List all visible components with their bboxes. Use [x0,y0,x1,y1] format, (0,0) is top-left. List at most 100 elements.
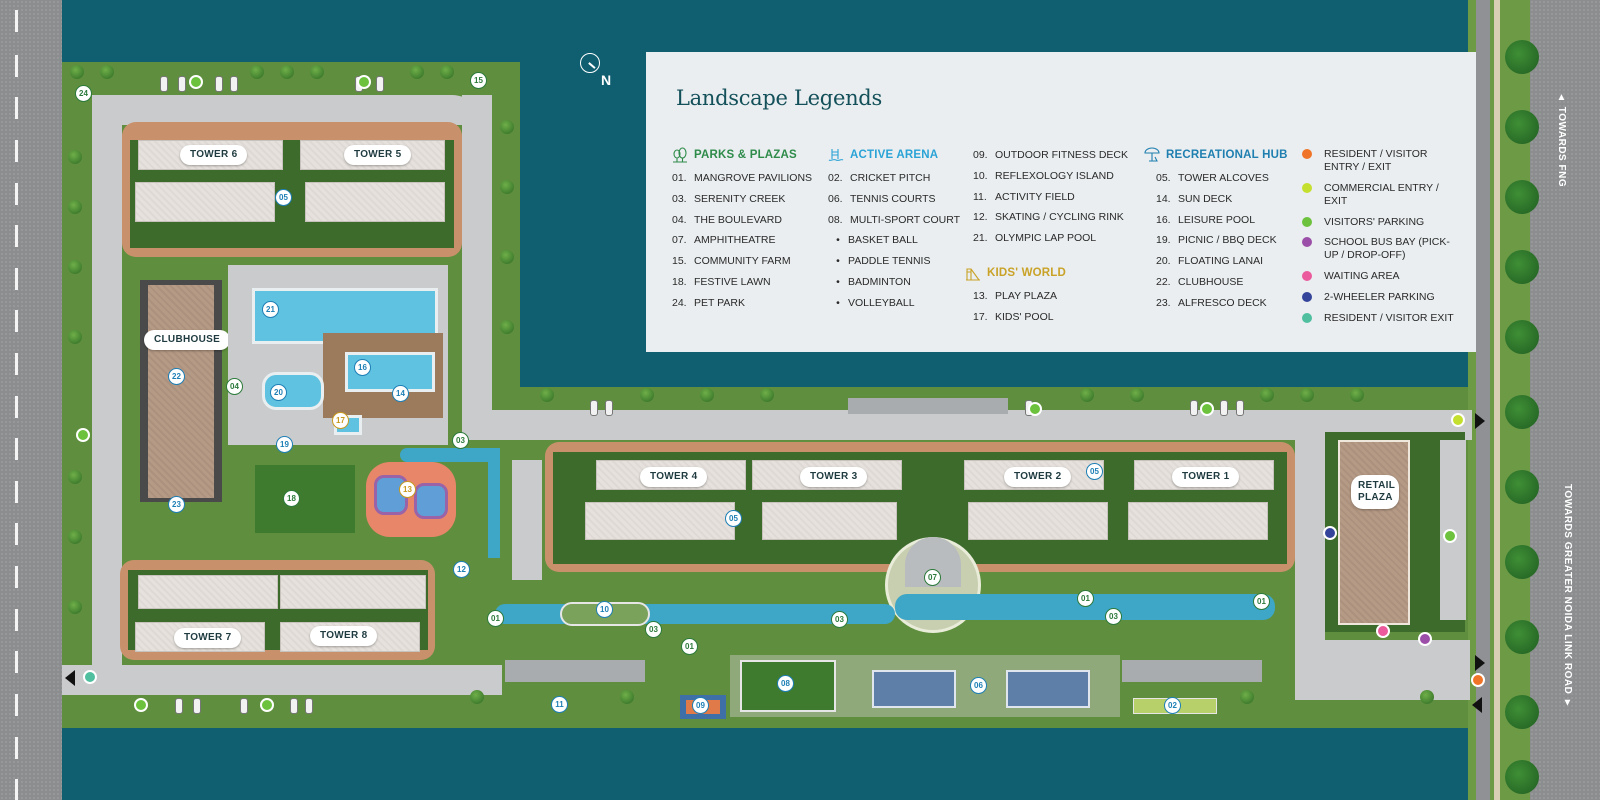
legend-item: 04.THE BOULEVARD [672,213,782,226]
key-commercial-entry-exit: COMMERCIAL ENTRY / EXIT [1302,182,1462,208]
amenity-marker-14[interactable]: 14 [392,385,409,402]
key-resident-visitor-entry-exit: RESIDENT / VISITOR ENTRY / EXIT [1302,148,1462,174]
tower-8-label[interactable]: TOWER 8 [310,626,378,646]
clubhouse-label[interactable]: CLUBHOUSE [144,330,231,350]
amenity-marker-03[interactable]: 03 [645,621,662,638]
north-label: N [601,72,612,88]
access-point-dot-icon[interactable] [1323,526,1337,540]
access-point-dot-icon[interactable] [1443,529,1457,543]
exit-arrow-west [65,670,75,686]
legend-recreational-hub: RECREATIONAL HUB 05.TOWER ALCOVES 14.SUN… [1144,146,1288,317]
amenity-marker-01[interactable]: 01 [487,610,504,627]
amenity-marker-19[interactable]: 19 [276,436,293,453]
navy-dot-icon [1302,291,1312,302]
legend-item: 09.OUTDOOR FITNESS DECK [973,149,1129,161]
access-point-dot-icon[interactable] [357,75,371,89]
road-label-greater-noida: TOWARDS GREATER NOIDA LINK ROAD ▼ [1562,484,1573,710]
tower-7-block-north [138,575,278,609]
amenity-marker-10[interactable]: 10 [596,601,613,618]
tower-4-label[interactable]: TOWER 4 [640,467,708,487]
amenity-marker-03[interactable]: 03 [452,432,469,449]
entry-arrow-resident [1475,655,1485,671]
legend-item: 10.REFLEXOLOGY ISLAND [973,169,1114,182]
right-road [1530,0,1600,800]
access-point-dot-icon[interactable] [1451,413,1465,427]
amenity-marker-01[interactable]: 01 [681,638,698,655]
legend-subitem: •BADMINTON [836,275,911,288]
access-point-dot-icon[interactable] [83,670,97,684]
legend-active-arena-continued: 09.OUTDOOR FITNESS DECK 10.REFLEXOLOGY I… [966,148,1129,331]
amenity-marker-15[interactable]: 15 [470,72,487,89]
legend-item: 16.LEISURE POOL [1156,213,1256,226]
amenity-marker-03[interactable]: 03 [1105,608,1122,625]
amenity-marker-17[interactable]: 17 [332,412,349,429]
amenity-marker-06[interactable]: 06 [970,677,987,694]
clubhouse-building [148,285,214,498]
access-point-dot-icon[interactable] [260,698,274,712]
arrow-down-icon: ▼ [1562,694,1573,710]
landscape-legend-panel: Landscape Legends PARKS & PLAZAS 01.MANG… [646,52,1476,352]
tower-2-label[interactable]: TOWER 2 [1004,467,1072,487]
legend-item: 14.SUN DECK [1156,192,1233,205]
amenity-marker-02[interactable]: 02 [1164,697,1181,714]
access-point-dot-icon[interactable] [76,428,90,442]
tower-6-label[interactable]: TOWER 6 [180,145,248,165]
water-bottom [62,728,1468,800]
amenity-marker-05[interactable]: 05 [275,189,292,206]
legend-item: 23.ALFRESCO DECK [1156,296,1267,309]
amenity-marker-01[interactable]: 01 [1077,590,1094,607]
access-point-dot-icon[interactable] [1471,673,1485,687]
access-point-dot-icon[interactable] [1200,402,1214,416]
amenity-marker-03[interactable]: 03 [831,611,848,628]
legend-item: 20.FLOATING LANAI [1156,255,1263,268]
legend-item: 17.KIDS' POOL [973,310,1054,323]
amenity-marker-01[interactable]: 01 [1253,593,1270,610]
amenity-marker-07[interactable]: 07 [924,569,941,586]
access-point-dot-icon[interactable] [1376,624,1390,638]
access-point-dot-icon[interactable] [1028,402,1042,416]
tower-3-label[interactable]: TOWER 3 [800,467,868,487]
tower-1-block-south [1128,502,1268,540]
tower-1-label[interactable]: TOWER 1 [1172,467,1240,487]
access-point-dot-icon[interactable] [134,698,148,712]
amenity-marker-05[interactable]: 05 [1086,463,1103,480]
legend-item: 24.PET PARK [672,296,745,309]
tower-5-label[interactable]: TOWER 5 [344,145,412,165]
amenity-marker-21[interactable]: 21 [262,301,279,318]
internal-road-retail-west [1295,410,1325,650]
amenity-marker-11[interactable]: 11 [551,696,568,713]
access-point-dot-icon[interactable] [189,75,203,89]
footpath [1494,0,1500,800]
amenity-marker-08[interactable]: 08 [777,675,794,692]
amenity-marker-22[interactable]: 22 [168,368,185,385]
amenity-marker-20[interactable]: 20 [270,384,287,401]
tennis-court-1 [872,670,956,708]
pink-dot-icon [1302,271,1312,282]
tower-7-label[interactable]: TOWER 7 [174,628,242,648]
amenity-marker-13[interactable]: 13 [399,481,416,498]
amenity-marker-18[interactable]: 18 [283,490,300,507]
amenity-marker-23[interactable]: 23 [168,496,185,513]
road-label-fng: ▲ TOWARDS FNG [1556,92,1567,188]
tennis-court-2 [1006,670,1090,708]
access-point-dot-icon[interactable] [1418,632,1432,646]
green-dot-icon [1302,216,1312,227]
cycle-track [1476,0,1490,800]
tower-3-block-south [762,502,897,540]
exit-arrow-resident [1472,697,1482,713]
entry-arrow-commercial [1475,413,1485,429]
left-road [0,0,62,800]
amenity-marker-24[interactable]: 24 [75,85,92,102]
internal-road-north [92,95,482,125]
legend-parks-plazas: PARKS & PLAZAS 01.MANGROVE PAVILIONS 03.… [672,146,812,317]
amenity-marker-09[interactable]: 09 [692,697,709,714]
amenity-marker-05[interactable]: 05 [725,510,742,527]
legend-subitem: •VOLLEYBALL [836,296,915,309]
amenity-marker-04[interactable]: 04 [226,378,243,395]
amenity-marker-12[interactable]: 12 [453,561,470,578]
legend-item: 07.AMPHITHEATRE [672,234,776,247]
amenity-marker-16[interactable]: 16 [354,359,371,376]
slide-icon [966,268,980,281]
retail-plaza-label[interactable]: RETAIL PLAZA [1351,475,1399,509]
key-visitors-parking: VISITORS' PARKING [1302,216,1462,229]
